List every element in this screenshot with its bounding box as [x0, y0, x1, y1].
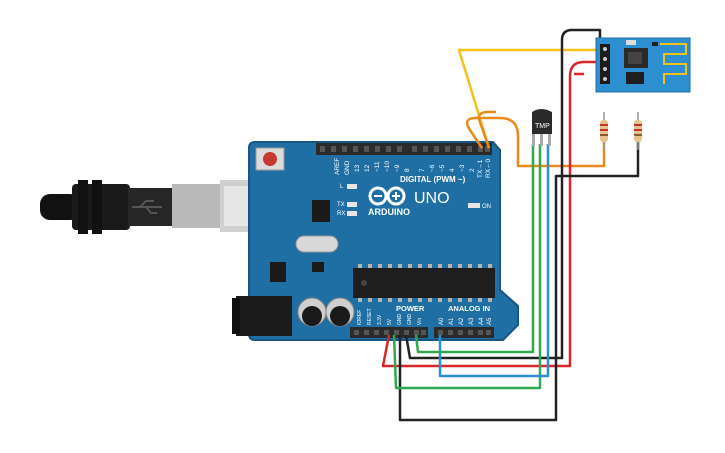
pin-label: 5V: [387, 318, 393, 325]
antenna-trace: [660, 43, 687, 84]
pin-label: 7: [419, 168, 426, 172]
led-label-tx: TX: [337, 202, 345, 208]
pin-label: 8: [404, 168, 411, 172]
pin-label: 2: [469, 168, 476, 172]
arduino-logo: ARDUINO UNO: [368, 186, 450, 217]
pin-label: ~9: [394, 164, 401, 172]
brand-label: ARDUINO: [368, 207, 410, 217]
wire-yellow: [457, 48, 600, 149]
pin-label: GND: [397, 314, 403, 326]
arduino-uno-board: AREF GND 13 12 ~11 ~10 ~9 8 7 ~6 ~5 4 ~3…: [232, 141, 519, 341]
pin-label: ~10: [384, 161, 391, 172]
pin-label: TX→1: [477, 159, 484, 178]
pin-label: 4: [449, 168, 456, 172]
atmega-chip: [353, 268, 495, 298]
wires: [381, 28, 640, 422]
resistor: [600, 112, 608, 150]
pin-label: ~5: [439, 164, 446, 172]
wire-orange: [465, 116, 606, 168]
model-label: UNO: [414, 190, 450, 207]
pin-label: 13: [354, 164, 361, 172]
pin-label: A4: [479, 317, 485, 325]
resistor: [634, 112, 642, 150]
esp8266-module: [595, 37, 691, 93]
wire-green: [392, 144, 542, 390]
power-header-label: POWER: [396, 304, 425, 313]
pin-label: A2: [459, 317, 465, 325]
wire-orange-2: [477, 110, 496, 149]
pin-label: ~3: [459, 164, 466, 172]
pin-label: GND: [407, 314, 413, 326]
wire-green-2: [414, 144, 535, 354]
pin-label: GND: [344, 160, 351, 175]
pin-label: A3: [469, 317, 475, 325]
led-label-l: L: [340, 184, 344, 190]
power-jack: [236, 296, 292, 336]
pin-label: IOREF: [357, 310, 363, 325]
wire-blue: [438, 144, 550, 378]
wire-red: [381, 60, 600, 368]
usb-cable: [40, 180, 282, 234]
led-label-rx: RX: [337, 211, 345, 217]
usb-icon: [132, 200, 162, 214]
pin-label: AREF: [334, 158, 341, 175]
pin-label: RESET: [367, 308, 373, 325]
pin-label: A1: [449, 317, 455, 325]
tmp-sensor: TMP: [532, 109, 552, 146]
wire-black-2: [404, 28, 602, 360]
on-led-label: ON: [482, 204, 491, 210]
pin-label: Vin: [417, 318, 423, 325]
pin-label: RX←0: [485, 158, 492, 178]
crystal-oscillator: [295, 235, 339, 253]
analog-header-label: ANALOG IN: [448, 304, 490, 313]
pin-label: ~6: [429, 164, 436, 172]
digital-header-label: DIGITAL (PWM ~): [400, 175, 466, 184]
wire-black: [398, 136, 640, 422]
pin-label: ~11: [374, 161, 381, 172]
pin-label: A0: [439, 317, 445, 325]
status-leds: L TX RX ON: [337, 184, 491, 217]
pin-label: A5: [487, 317, 493, 325]
pin-label: 3.3V: [377, 314, 383, 325]
pin-label: 12: [364, 164, 371, 172]
analog-header: [434, 327, 494, 338]
tmp-label: TMP: [535, 123, 550, 130]
